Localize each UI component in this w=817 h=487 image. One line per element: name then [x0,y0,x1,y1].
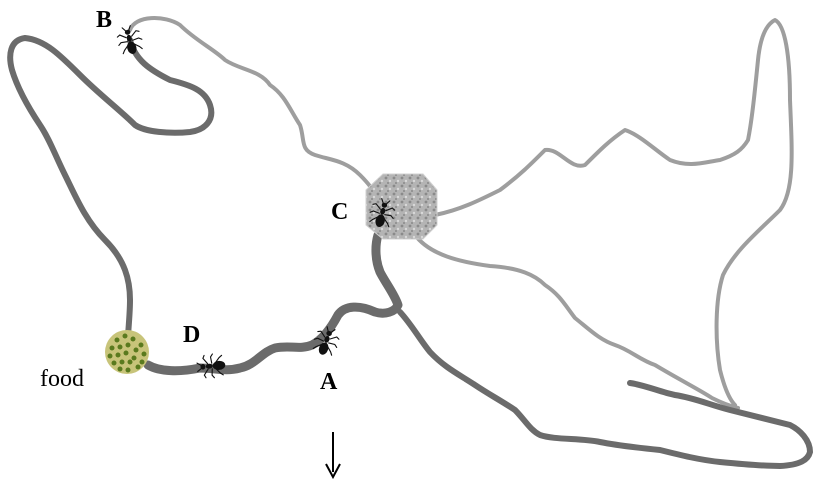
light-trails [128,16,794,410]
ant-icon-d [195,352,227,380]
dark-trail-b-loop [7,35,215,343]
label-a: A [320,369,338,395]
label-food: food [40,366,84,392]
label-d: D [183,322,201,348]
ant-icon-b [114,23,146,58]
down-arrow-icon [325,432,341,480]
label-b: B [96,7,113,33]
light-trail-nest-east-loop [433,18,794,407]
nest-icon [365,173,438,240]
food-icon [105,330,149,374]
light-trail-b-to-nest [128,16,377,197]
dark-trail-south-loop [397,309,813,469]
dark-trail-food-to-nest [143,230,403,376]
dark-trails [7,35,813,469]
label-c: C [331,199,349,225]
light-trail-nest-southeast [413,233,740,410]
